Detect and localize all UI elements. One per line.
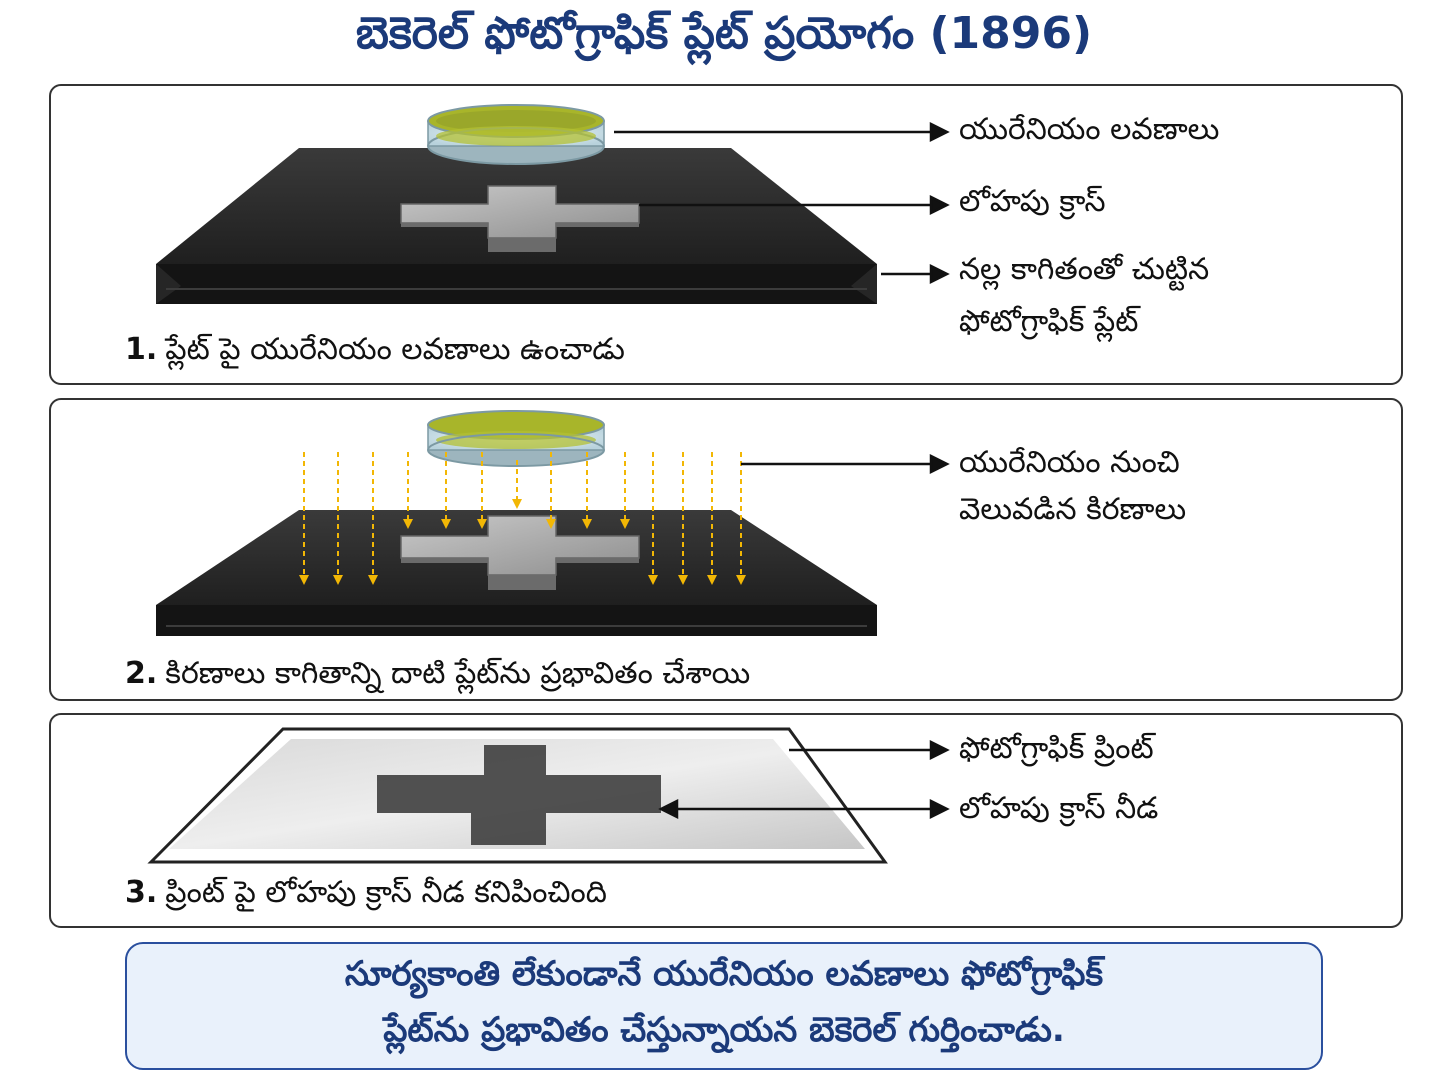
- ray-arrowhead: [512, 499, 522, 509]
- ray-arrowhead: [546, 519, 556, 529]
- ray-arrowhead: [678, 575, 688, 585]
- label-rays-line1: యురేనియం నుంచి: [959, 445, 1180, 480]
- label-metal-cross: లోహపు క్రాస్: [959, 184, 1106, 219]
- step-number: 2.: [125, 656, 158, 691]
- conclusion-line-1: సూర్యకాంతి లేకుండానే యురేనియం లవణాలు ఫోట…: [344, 954, 1104, 994]
- step-text: ప్రింట్ పై లోహపు క్రాస్ నీడ కనిపించింది: [165, 875, 607, 910]
- ray-arrowhead: [736, 575, 746, 585]
- plate-illustration: [156, 104, 950, 304]
- label-photographic-print: ఫోటోగ్రాఫిక్ ప్రింట్: [959, 731, 1154, 766]
- step-caption-3: 3.ప్రింట్ పై లోహపు క్రాస్ నీడ కనిపించింద…: [125, 875, 607, 917]
- metal-cross: [400, 185, 640, 252]
- page-title: బెకెరెల్ ఫోటోగ్రాఫిక్ ప్లేట్ ప్రయోగం (18…: [355, 8, 1093, 59]
- label-rays-line2: వెలువడిన కిరణాలు: [959, 492, 1187, 527]
- metal-cross: [400, 515, 640, 590]
- step-text: కిరణాలు కాగితాన్ని దాటి ప్లేట్‌ను ప్రభావ…: [165, 656, 751, 691]
- step-number: 1.: [125, 332, 158, 367]
- cross-shadow: [377, 745, 661, 845]
- ray-arrowhead: [707, 575, 717, 585]
- panel-step-2: యురేనియం నుంచి వెలువడిన కిరణాలు 2.కిరణాల…: [49, 398, 1403, 701]
- panel-step-3: ఫోటోగ్రాఫిక్ ప్రింట్ లోహపు క్రాస్ నీడ 3.…: [49, 713, 1403, 928]
- conclusion-box: సూర్యకాంతి లేకుండానే యురేనియం లవణాలు ఫోట…: [125, 942, 1323, 1070]
- ray-arrowhead: [620, 519, 630, 529]
- label-uranium-salts: యురేనియం లవణాలు: [959, 112, 1220, 147]
- uranium-dish: [427, 410, 605, 467]
- uranium-rays: [299, 452, 746, 585]
- print-illustration: [147, 727, 950, 864]
- step-number: 3.: [125, 875, 158, 910]
- rays-illustration: [156, 410, 950, 636]
- ray-arrowhead: [403, 519, 413, 529]
- step-caption-2: 2.కిరణాలు కాగితాన్ని దాటి ప్లేట్‌ను ప్రభ…: [125, 656, 750, 698]
- label-cross-shadow: లోహపు క్రాస్ నీడ: [959, 791, 1159, 826]
- label-wrapped-plate-line2: ఫోటోగ్రాఫిక్ ప్లేట్: [959, 304, 1139, 339]
- leader-arrows: [658, 739, 950, 820]
- conclusion-line-2: ప్లేట్‌ను ప్రభావితం చేస్తున్నాయన బెకెరెల…: [383, 1010, 1065, 1050]
- ray-arrowhead: [299, 575, 309, 585]
- leader-arrows: [741, 453, 950, 475]
- ray-arrowhead: [441, 519, 451, 529]
- panel-step-1: యురేనియం లవణాలు లోహపు క్రాస్ నల్ల కాగితం…: [49, 84, 1403, 385]
- ray-arrowhead: [582, 519, 592, 529]
- ray-arrowhead: [333, 575, 343, 585]
- step-text: ప్లేట్ పై యురేనియం లవణాలు ఉంచాడు: [165, 332, 625, 367]
- ray-arrowhead: [648, 575, 658, 585]
- label-wrapped-plate-line1: నల్ల కాగితంతో చుట్టిన: [959, 252, 1210, 287]
- uranium-dish: [427, 104, 605, 165]
- ray-arrowhead: [368, 575, 378, 585]
- ray-arrowhead: [477, 519, 487, 529]
- step-caption-1: 1.ప్లేట్ పై యురేనియం లవణాలు ఉంచాడు: [125, 332, 625, 374]
- leader-arrows: [614, 121, 950, 285]
